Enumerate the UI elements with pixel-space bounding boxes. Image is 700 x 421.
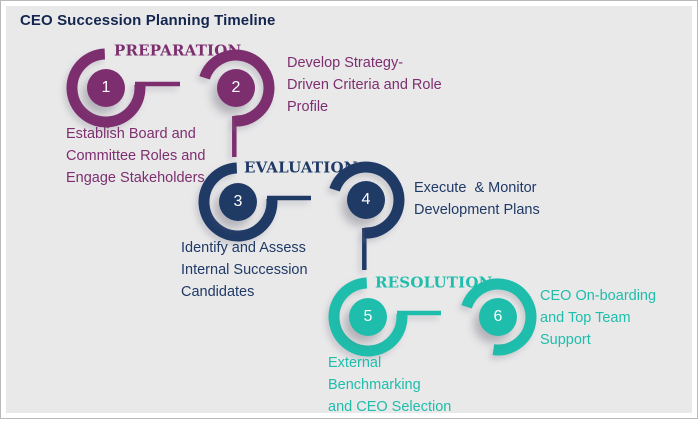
ring-arc-1 — [66, 48, 146, 128]
step-2-ring — [199, 49, 275, 157]
step-6-number: 6 — [493, 308, 503, 325]
step-4-description: Execute & Monitor Development Plans — [414, 180, 540, 218]
step-3-node: 3 — [219, 183, 257, 221]
step-3-description: Identify and Assess Internal Succession … — [181, 240, 308, 300]
step-4-number: 4 — [361, 191, 371, 208]
step-3-ring — [198, 162, 311, 242]
step-3-number: 3 — [233, 193, 243, 210]
timeline-graphics — [66, 48, 537, 357]
step-6-ring — [461, 278, 537, 356]
ring-arc-6 — [461, 278, 537, 356]
step-2-node: 2 — [217, 69, 255, 107]
step-1-ring — [66, 48, 180, 128]
step-1-node: 1 — [87, 69, 125, 107]
page-title: CEO Succession Planning Timeline — [20, 12, 276, 29]
step-6-description: CEO On-boarding and Top Team Support — [540, 288, 657, 348]
phase-label-resolution: RESOLUTION — [375, 273, 493, 292]
ring-arc-4 — [329, 161, 405, 239]
step-2-description: Develop Strategy- Driven Criteria and Ro… — [287, 55, 442, 115]
step-5-number: 5 — [363, 308, 373, 325]
step-5-ring — [328, 277, 441, 357]
ring-arc-3 — [198, 162, 278, 242]
ring-arc-5 — [328, 277, 408, 357]
step-1-description: Establish Board and Committee Roles and … — [66, 126, 206, 186]
phase-label-preparation: PREPARATION — [114, 41, 242, 60]
step-4-node: 4 — [347, 181, 385, 219]
step-1-number: 1 — [101, 79, 111, 96]
step-5-node: 5 — [349, 298, 387, 336]
ring-arc-2 — [199, 49, 275, 127]
step-4-ring — [329, 161, 405, 270]
step-2-number: 2 — [231, 79, 241, 96]
phase-label-evaluation: EVALUATION — [244, 158, 358, 177]
timeline-canvas: CEO Succession Planning Timeline — [6, 6, 692, 415]
step-6-node: 6 — [479, 298, 517, 336]
step-5-description: External Benchmarking and CEO Selection — [328, 355, 452, 415]
